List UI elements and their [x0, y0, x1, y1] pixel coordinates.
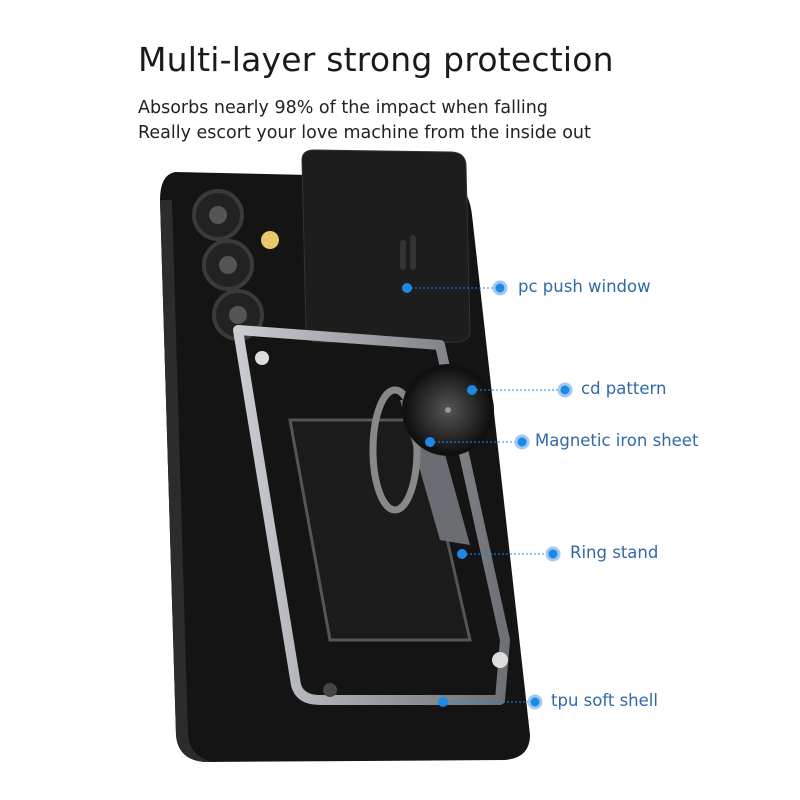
- callout-ring-stand: Ring stand: [570, 543, 659, 562]
- callout-markers: [407, 287, 565, 703]
- armor-frame: [233, 325, 510, 705]
- subtitle-line-1: Absorbs nearly 98% of the impact when fa…: [138, 98, 548, 118]
- callout-tpu-soft-shell: tpu soft shell: [551, 691, 658, 710]
- callout-pc-push-window: pc push window: [518, 277, 651, 296]
- pc-push-window: [301, 149, 471, 343]
- subtitle-line-2: Really escort your love machine from the…: [138, 123, 591, 143]
- headline: Multi-layer strong protection: [138, 40, 614, 79]
- callout-cd-pattern: cd pattern: [581, 379, 667, 398]
- callout-magnetic-iron-sheet: Magnetic iron sheet: [535, 431, 699, 450]
